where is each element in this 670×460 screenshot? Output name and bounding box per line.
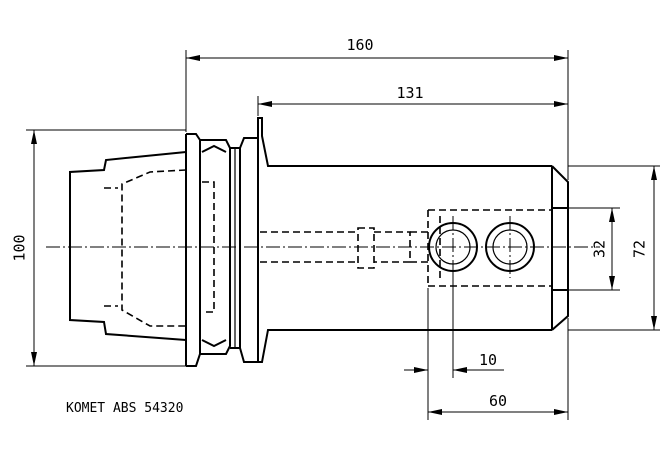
set-screw-left (428, 216, 478, 278)
tool-body (257, 117, 569, 363)
set-screw-right (485, 216, 535, 278)
dim-160-label: 160 (346, 36, 373, 54)
dimension-pin-offset (404, 272, 504, 420)
tool-collar (200, 137, 259, 363)
dimension-body-length (257, 96, 568, 116)
hsk-shank (69, 133, 215, 367)
part-caption: KOMET ABS 54320 (66, 401, 183, 416)
dim-131-label: 131 (396, 84, 423, 102)
dimension-bore-depth (428, 318, 569, 420)
dim-10-label: 10 (479, 351, 497, 369)
internal-bore (260, 209, 552, 287)
dim-72-label: 72 (631, 240, 649, 258)
dim-60-label: 60 (489, 392, 507, 410)
dimension-body-diameter (568, 165, 660, 331)
dimension-bore-diameter (568, 207, 620, 291)
dim-32-label: 32 (591, 240, 609, 258)
dimension-shank-diameter (26, 129, 186, 367)
dim-100-label: 100 (11, 234, 29, 261)
dimension-overall-length (185, 50, 569, 180)
